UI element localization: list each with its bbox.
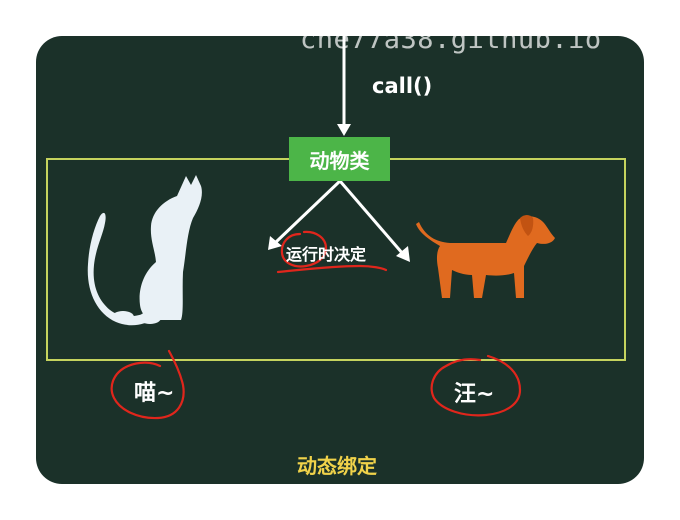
runtime-decision-label: 运行时决定: [286, 245, 367, 264]
annotation-circle-dog: [430, 354, 522, 417]
annotation-circle-runtime: [276, 230, 388, 274]
dog-icon: [416, 215, 555, 298]
slide-background: [36, 36, 644, 484]
branch-arrow-left: [268, 179, 342, 250]
cat-sound-label: 喵~: [134, 381, 175, 406]
branch-arrow-right: [338, 180, 410, 262]
cat-icon: [87, 175, 202, 326]
annotation-circle-cat: [110, 349, 185, 420]
call-arrow: [337, 36, 351, 136]
watermark-text: che77a38.github.io: [300, 24, 602, 55]
call-label: call(): [372, 74, 433, 98]
dog-sound-label: 汪~: [454, 382, 495, 407]
animal-class-box: 动物类: [289, 137, 390, 181]
dynamic-binding-caption: 动态绑定: [297, 454, 377, 478]
